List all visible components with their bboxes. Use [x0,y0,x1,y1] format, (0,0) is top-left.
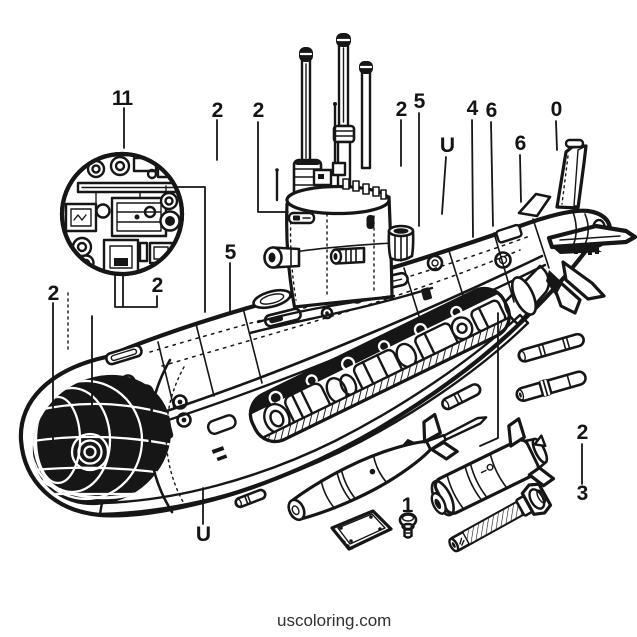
keel-band [98,313,530,516]
screw [398,512,418,539]
fore-hatch [252,288,292,310]
callout-label: 2 [212,99,223,122]
callout-labels: 11 2 2 5 2 2 2 5 U 4 6 6 0 U 1 2 3 [48,87,589,546]
stern-propeller-shroud [503,264,551,326]
bow-deck-slot [105,344,143,366]
callout-label: 2 [396,98,407,121]
watermark-text: uscoloring.com [277,611,391,630]
lower-mid-fin [554,281,582,315]
rod-long [515,370,587,403]
rod-tiny [234,488,267,509]
sail-railing [342,178,387,200]
spare-parts [234,332,587,553]
tail-fins [517,138,637,315]
callout-label: 6 [486,99,497,122]
callout-label: 5 [225,241,237,264]
callout-label: 3 [577,482,588,505]
upper-left-fin [517,192,552,218]
callout-label: 5 [414,90,426,113]
detail-inset-circle [59,151,185,277]
missile-canister [430,417,556,517]
callout-label: 2 [48,282,59,305]
hull-cutaway-machinery [243,281,517,449]
sail-pod-left [263,246,301,269]
torpedo [287,412,488,522]
rudder-fin [555,138,588,210]
callout-label: 2 [152,274,163,297]
callout-label: 0 [551,98,562,121]
conning-tower [248,161,434,335]
right-stabilizer [546,223,637,255]
callout-label: 11 [112,87,134,110]
leader-lines [52,107,583,525]
callout-label: 1 [402,494,414,517]
rod-small [441,383,482,411]
callout-label: U [196,523,210,546]
hatch-plate [330,509,393,551]
callout-label: 4 [467,97,479,120]
threaded-bolt [448,482,553,553]
callout-label: 2 [577,421,588,444]
antenna-mast [359,61,373,170]
sail-pod-mid [329,246,366,265]
deck-drum [387,224,415,262]
callout-label: 6 [515,132,526,155]
sail-vent-slot [366,215,375,229]
callout-label: 2 [253,99,264,122]
sonar-dome [24,358,187,514]
rod-medium [517,332,585,363]
callout-label: U [440,134,454,157]
lower-right-fin [561,260,606,301]
stern-plate [495,223,523,244]
